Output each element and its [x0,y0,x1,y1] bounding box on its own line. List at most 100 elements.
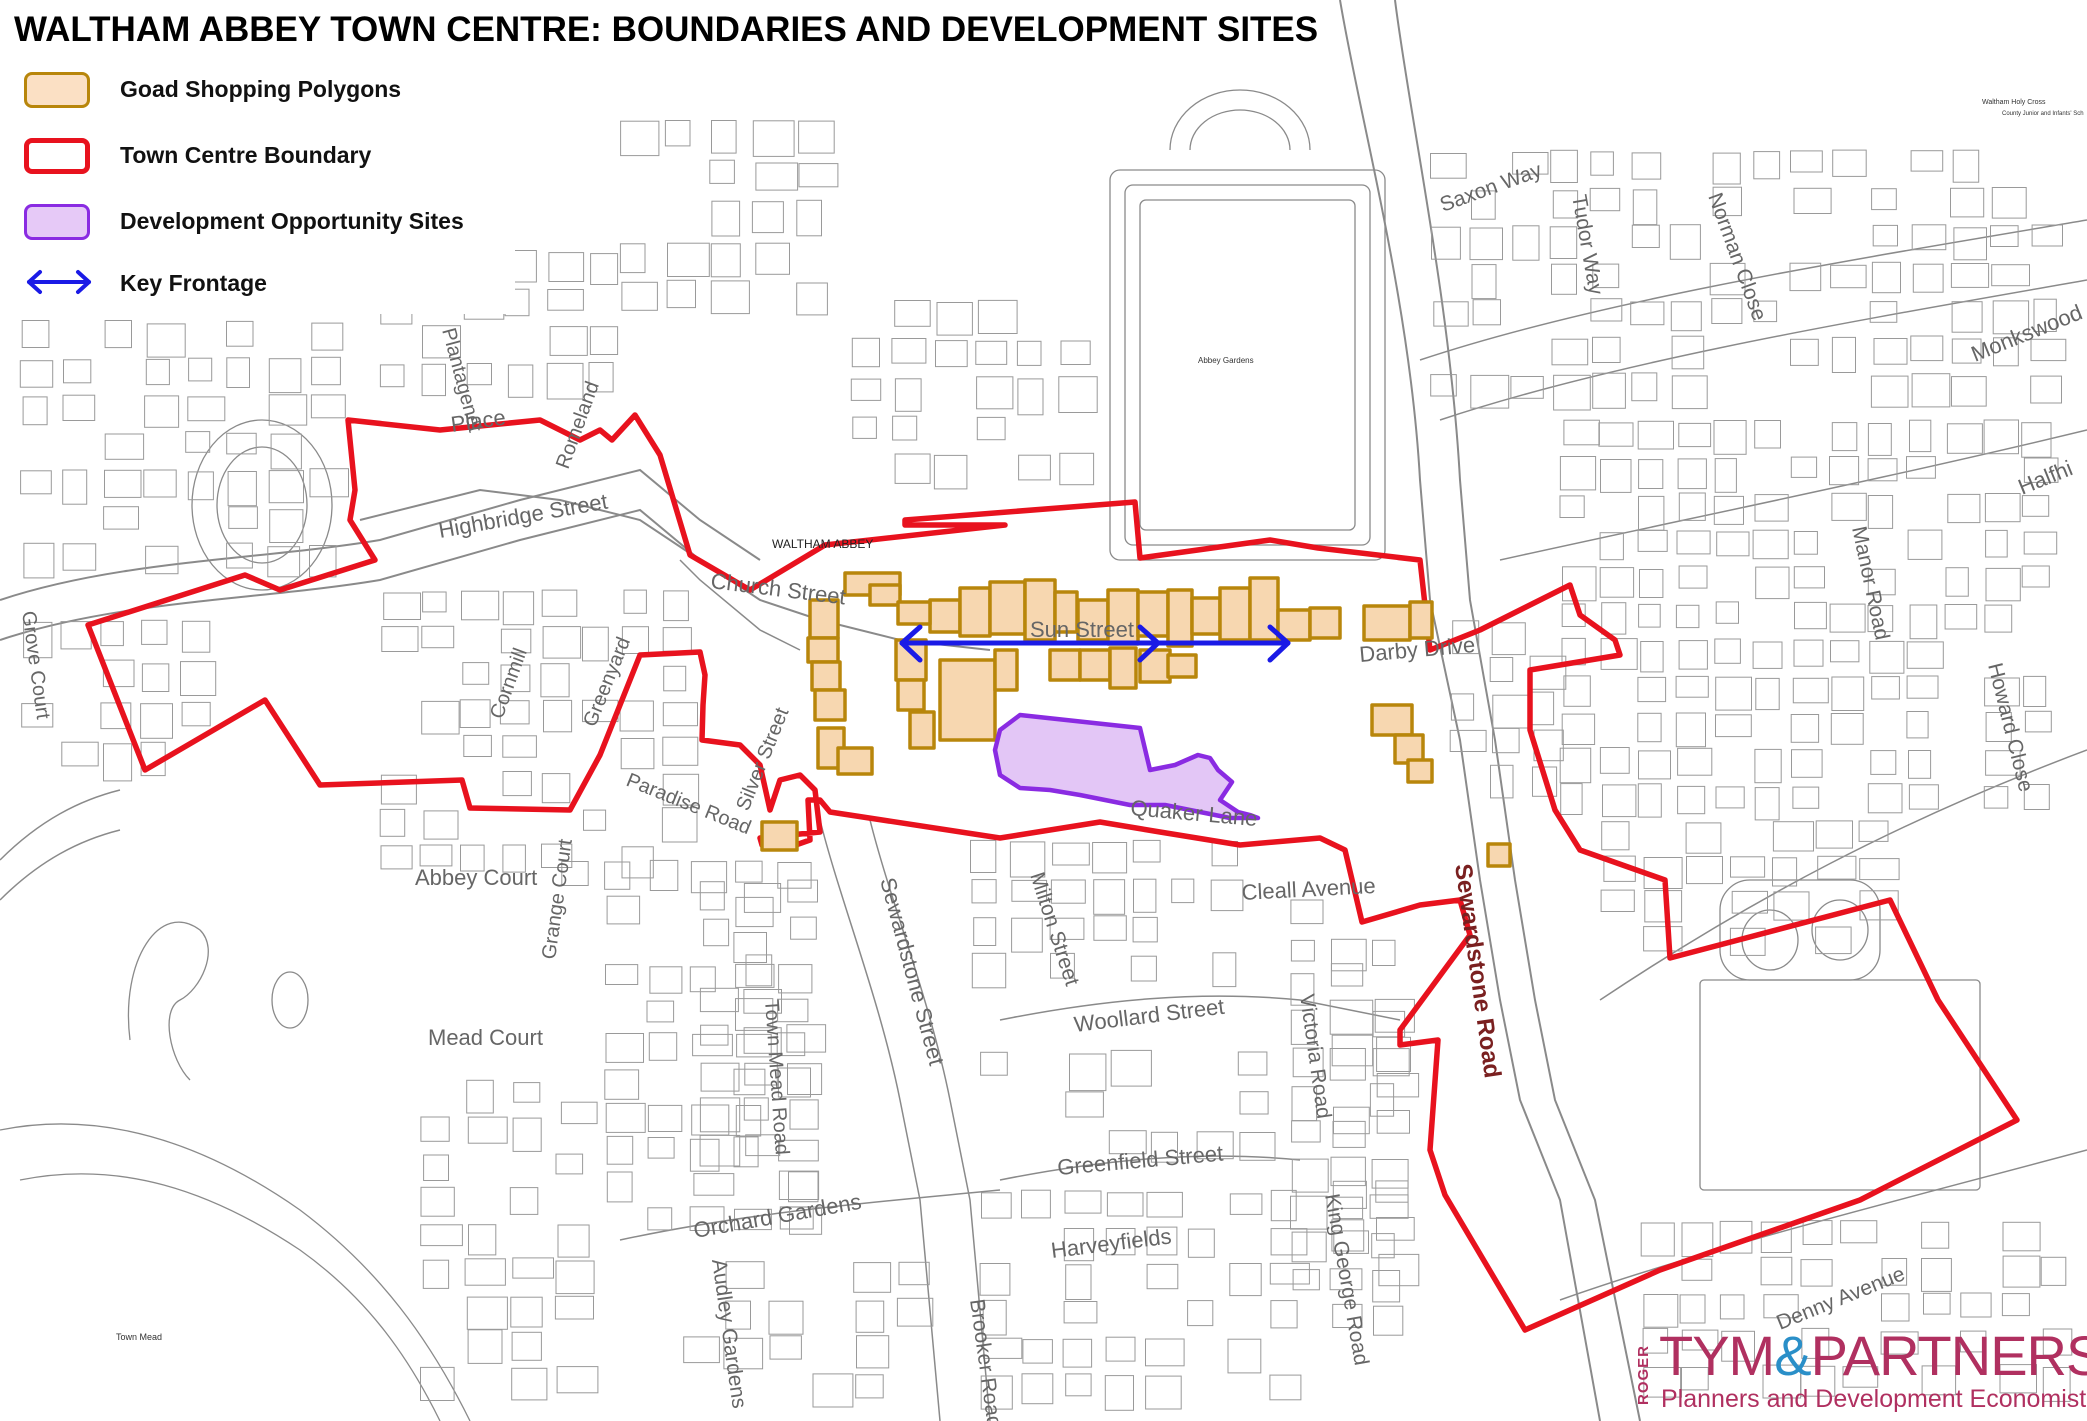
building-footprint [735,860,763,883]
building-footprint [61,741,99,767]
building-footprint [1802,1220,1833,1245]
building-footprint [1561,713,1596,745]
building-footprint [745,954,773,987]
building-footprint [647,1137,675,1159]
building-footprint [1789,262,1822,292]
building-footprint [583,809,607,831]
building-footprint [555,1153,584,1175]
building-footprint [1643,1294,1679,1328]
building-footprint [1237,1051,1268,1076]
building-footprint [2042,1367,2071,1402]
building-footprint [970,839,997,874]
building-footprint [1829,603,1866,633]
building-footprint [463,734,492,758]
building-footprint [936,302,973,336]
building-footprint [141,663,170,693]
building-footprint [1551,338,1589,366]
building-footprint [620,120,660,157]
building-footprint [1946,423,1983,454]
building-footprint [778,1139,819,1162]
building-footprint [62,394,96,422]
building-footprint [752,120,795,157]
building-footprint [796,282,828,316]
building-footprint [1529,655,1567,690]
building-footprint [1290,939,1315,962]
building-footprint [1021,1189,1051,1219]
building-footprint [1678,422,1712,448]
building-footprint [268,358,302,394]
building-footprint [1060,340,1091,365]
building-footprint [2001,1293,2030,1317]
building-footprint [1792,786,1820,809]
building-footprint [744,1062,778,1086]
building-footprint [1064,1190,1102,1214]
label-quaker-lane: Quaker Lane [1130,795,1259,831]
building-footprint [1110,1049,1152,1087]
shopping-polygon [894,638,928,682]
building-footprint [735,963,775,988]
building-footprint [1713,420,1747,455]
building-footprint [1145,1375,1182,1410]
building-footprint [690,861,728,894]
building-footprint [1985,529,2008,558]
building-footprint [1944,604,1978,630]
building-footprint [509,1187,539,1215]
building-footprint [423,810,459,840]
building-footprint [1530,691,1555,726]
building-footprint [1644,890,1683,923]
building-footprint [1867,783,1903,814]
building-footprint [1333,1230,1370,1254]
building-footprint [1450,693,1475,721]
building-footprint [1859,858,1900,881]
logo-name: TYM&PARTNERS [1659,1323,2087,1388]
building-footprint [1772,857,1798,887]
building-footprint [894,378,922,412]
building-footprint [1592,336,1621,363]
building-footprint [1637,783,1662,818]
building-footprint [1332,1180,1367,1209]
building-footprint [1105,1336,1136,1362]
building-footprint [778,964,813,994]
building-footprint [725,1300,751,1330]
building-footprint [1800,1259,1833,1287]
building-footprint [1549,226,1578,260]
building-footprint [1589,187,1621,212]
map-title: WALTHAM ABBEY TOWN CENTRE: BOUNDARIES AN… [14,10,1319,49]
building-footprint [510,1296,543,1328]
building-footprint [1831,422,1858,452]
building-footprint [1270,1189,1297,1222]
building-footprint [898,1261,930,1286]
building-footprint [1921,1221,1950,1249]
building-footprint [1910,335,1944,362]
building-footprint [623,589,647,614]
building-footprint [1376,1217,1415,1241]
building-footprint [226,357,251,388]
building-footprint [187,396,226,422]
building-footprint [1050,879,1086,904]
label-greenfield-street: Greenfield Street [1056,1141,1224,1180]
building-footprint [460,844,485,872]
building-footprint [662,736,699,766]
building-footprint [2021,565,2050,588]
building-footprint [1049,917,1085,940]
building-footprint [789,1206,823,1235]
building-footprint [693,1173,735,1196]
building-footprint [1270,1300,1298,1329]
building-footprint [1069,1053,1107,1092]
label-orchard-gardens: Orchard Gardens [692,1189,864,1243]
label-norman-close: Norman Close [1703,190,1771,324]
building-footprint [541,589,578,617]
building-footprint [422,591,447,613]
building-footprint [421,700,460,735]
building-footprint [1642,1327,1669,1354]
building-footprint [1490,764,1514,799]
building-footprint [1017,378,1044,416]
building-footprint [1669,224,1701,260]
building-footprint [1985,712,2012,742]
building-footprint [620,738,655,770]
building-footprint [1793,531,1818,555]
building-footprint [1187,1228,1215,1258]
building-footprint [512,1257,554,1279]
shopping-polygon [1190,596,1222,636]
building-footprint [1793,639,1824,667]
